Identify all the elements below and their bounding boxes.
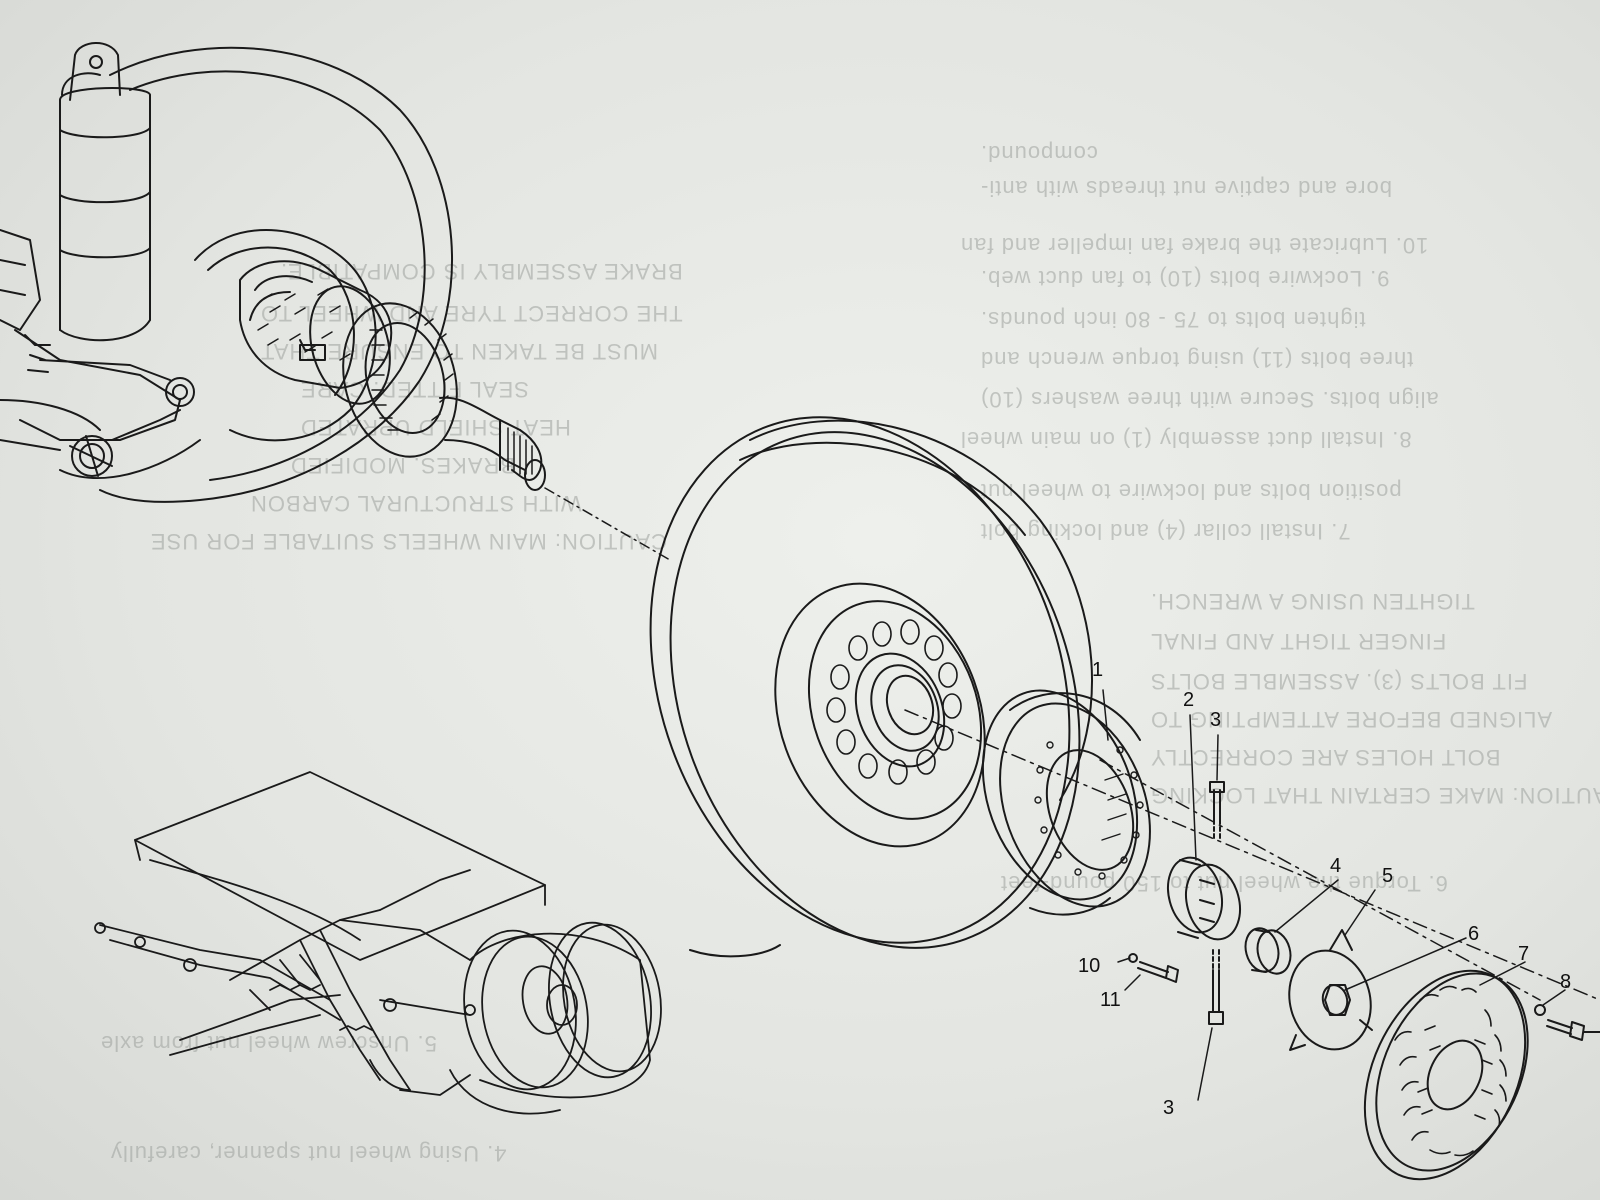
part-5-wheel-nut [1288,929,1373,1051]
callout-4: 4 [1330,855,1342,877]
part-9-bolt [1546,1019,1600,1041]
callout-3-upper: 3 [1210,709,1222,731]
nose-gear-assembly [94,771,662,1115]
callout-10: 10 [1078,955,1101,977]
part-8-washer [1534,1004,1546,1016]
part-11-bolt [1137,961,1179,983]
landing-gear-assembly [0,42,546,503]
callout-3-lower: 3 [1163,1097,1175,1119]
callout-7: 7 [1518,943,1530,965]
callout-1: 1 [1092,659,1104,681]
part-3-bolts [1208,781,1225,1025]
callout-5: 5 [1382,865,1394,887]
part-1-duct-assembly [981,689,1151,916]
part-6-fitting [1321,984,1351,1016]
callout-leaders [1102,689,1566,1101]
main-tyre [649,416,1093,958]
callout-6: 6 [1468,923,1480,945]
callout-8: 8 [1560,971,1572,993]
callout-11: 11 [1100,989,1121,1011]
part-7-fan-cover [1363,969,1529,1181]
part-4-collar [1244,927,1292,975]
part-2-hub [1167,856,1241,941]
callout-2: 2 [1183,689,1195,711]
